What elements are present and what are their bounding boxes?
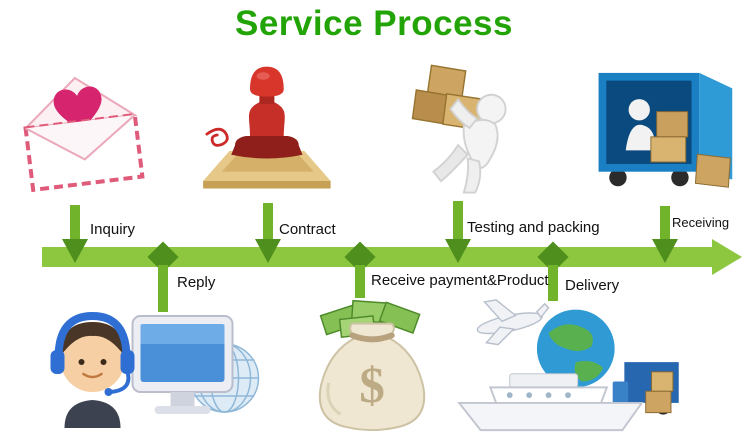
label-inquiry: Inquiry	[90, 221, 136, 238]
process-band	[42, 247, 712, 267]
customer-support-icon	[50, 311, 260, 428]
label-delivery: Delivery	[565, 277, 620, 294]
svg-text:$: $	[359, 357, 385, 414]
arrow-down-icon	[62, 239, 88, 263]
money-bag-icon: $	[318, 299, 426, 432]
process-band-arrow-tip-icon	[712, 239, 742, 275]
arrow-stem	[355, 265, 365, 298]
global-shipping-icon	[457, 299, 679, 432]
rubber-stamp-icon	[203, 66, 331, 189]
label-receive-payment-product: Receive payment&Product	[371, 272, 549, 289]
truck-unloading-icon	[598, 72, 733, 188]
arrow-stem	[70, 205, 80, 239]
arrow-stem	[263, 203, 273, 239]
arrow-stem	[158, 265, 168, 312]
arrow-down-icon	[445, 239, 471, 263]
arrow-stem	[660, 206, 670, 239]
label-receiving: Receiving	[672, 215, 730, 230]
label-reply: Reply	[177, 274, 216, 291]
worker-carrying-boxes-icon	[411, 64, 507, 194]
arrow-stem	[548, 265, 558, 301]
envelope-heart-icon	[22, 76, 145, 193]
label-testing-and-packing: Testing and packing	[467, 219, 600, 236]
arrow-down-icon	[652, 239, 678, 263]
arrow-down-icon	[255, 239, 281, 263]
arrow-stem	[453, 201, 463, 239]
label-contract: Contract	[279, 221, 336, 238]
page-title: Service Process	[235, 4, 513, 43]
